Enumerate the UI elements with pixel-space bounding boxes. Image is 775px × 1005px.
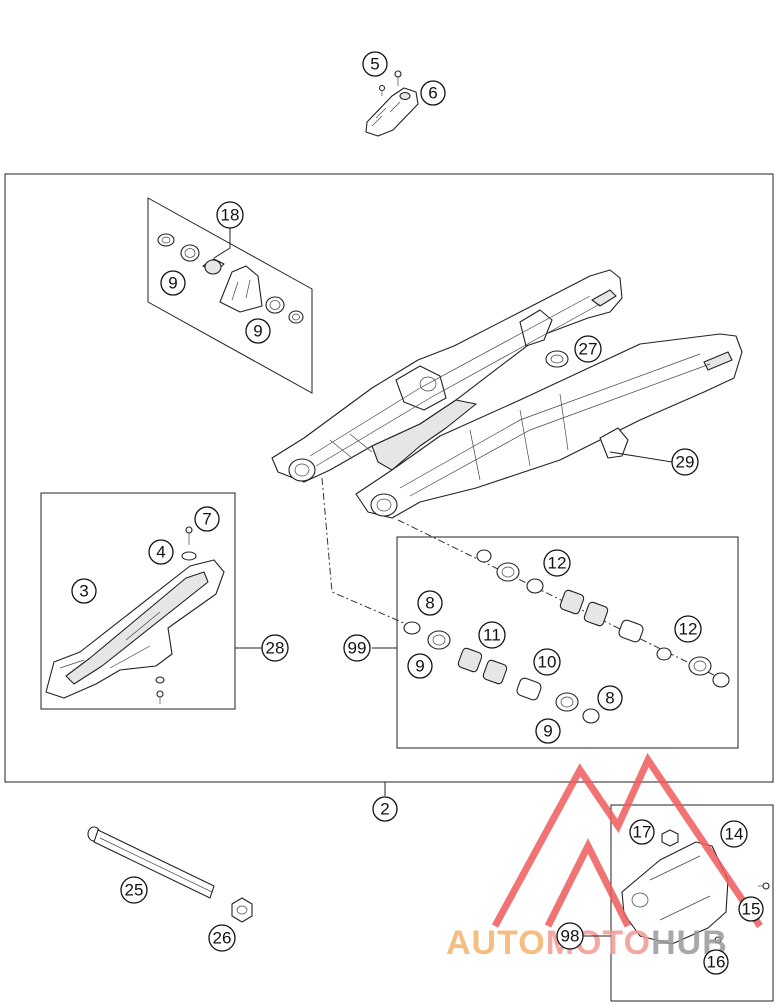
callout-28: 28 bbox=[261, 634, 289, 662]
automotohub-watermark-logo: AUTOMOTOHUB bbox=[446, 752, 763, 962]
svg-text:99: 99 bbox=[348, 639, 367, 658]
screw-part-15 bbox=[758, 882, 770, 890]
svg-text:29: 29 bbox=[676, 453, 695, 472]
nut-part-26 bbox=[231, 897, 253, 923]
callout-12-lower: 12 bbox=[674, 615, 702, 643]
callout-11: 11 bbox=[478, 621, 506, 649]
svg-text:27: 27 bbox=[579, 340, 598, 359]
svg-text:12: 12 bbox=[548, 554, 567, 573]
callout-5: 5 bbox=[362, 51, 388, 77]
chain-slider-part-3 bbox=[45, 559, 225, 699]
callout-12-upper: 12 bbox=[543, 549, 571, 577]
callout-26: 26 bbox=[208, 924, 236, 952]
svg-text:5: 5 bbox=[370, 55, 379, 74]
callout-98: 98 bbox=[556, 922, 584, 950]
svg-text:9: 9 bbox=[543, 722, 552, 741]
svg-text:28: 28 bbox=[266, 639, 285, 658]
svg-text:98: 98 bbox=[561, 927, 580, 946]
washer-part-4 bbox=[181, 551, 197, 561]
svg-text:7: 7 bbox=[202, 510, 211, 529]
callout-99: 99 bbox=[343, 634, 371, 662]
svg-text:4: 4 bbox=[156, 543, 165, 562]
screw-part-7 bbox=[185, 526, 193, 545]
chain-guide-part-6 bbox=[365, 87, 419, 137]
svg-text:17: 17 bbox=[633, 823, 652, 842]
callout-9-kit-lower: 9 bbox=[245, 318, 271, 344]
callout-2: 2 bbox=[372, 796, 398, 822]
svg-text:8: 8 bbox=[605, 689, 614, 708]
screw-part-16 bbox=[710, 936, 722, 944]
svg-text:10: 10 bbox=[538, 653, 557, 672]
callout-4: 4 bbox=[148, 539, 174, 565]
main-assembly-frame bbox=[4, 173, 774, 783]
bearing-set-parts bbox=[403, 549, 730, 724]
svg-text:16: 16 bbox=[707, 953, 726, 972]
axle-part-25 bbox=[87, 826, 215, 899]
svg-text:3: 3 bbox=[79, 582, 88, 601]
bushing-part-27 bbox=[545, 350, 569, 368]
svg-text:8: 8 bbox=[425, 594, 434, 613]
svg-text:9: 9 bbox=[168, 274, 177, 293]
callout-14: 14 bbox=[720, 820, 748, 848]
watermark-text: AUTOMOTOHUB bbox=[446, 924, 728, 962]
callout-17: 17 bbox=[629, 819, 655, 845]
svg-text:9: 9 bbox=[415, 657, 424, 676]
callout-8-upper: 8 bbox=[417, 590, 443, 616]
svg-text:15: 15 bbox=[742, 900, 761, 919]
svg-text:25: 25 bbox=[125, 881, 144, 900]
chain-guide-part-14 bbox=[621, 841, 729, 945]
callout-7: 7 bbox=[194, 506, 220, 532]
swingarm-part-2 bbox=[271, 269, 743, 519]
callout-15: 15 bbox=[738, 896, 764, 922]
svg-text:9: 9 bbox=[253, 322, 262, 341]
bearing-kit-frame-18 bbox=[147, 197, 313, 394]
svg-text:6: 6 bbox=[428, 84, 437, 103]
callout-10: 10 bbox=[533, 648, 561, 676]
callout-9-left: 9 bbox=[407, 653, 433, 679]
bearing-kit-parts bbox=[157, 233, 304, 324]
svg-text:12: 12 bbox=[679, 620, 698, 639]
callout-8-lower: 8 bbox=[597, 685, 623, 711]
callout-6: 6 bbox=[420, 80, 446, 106]
svg-text:14: 14 bbox=[725, 825, 744, 844]
callout-9-bottom: 9 bbox=[535, 718, 561, 744]
callout-16: 16 bbox=[703, 949, 729, 975]
svg-text:2: 2 bbox=[380, 800, 389, 819]
callout-27: 27 bbox=[574, 335, 602, 363]
lower-slider-screw bbox=[155, 676, 165, 704]
chain-slider-frame-28 bbox=[40, 492, 236, 710]
chain-guide-frame-98 bbox=[610, 804, 774, 1002]
bearing-set-frame-99 bbox=[396, 536, 739, 749]
nut-part-17 bbox=[661, 829, 679, 847]
callout-3: 3 bbox=[71, 578, 97, 604]
callout-18: 18 bbox=[216, 201, 244, 229]
svg-text:18: 18 bbox=[221, 206, 240, 225]
svg-text:26: 26 bbox=[213, 929, 232, 948]
screw-part-5 bbox=[378, 70, 402, 96]
watermark-auto: AUTO bbox=[446, 924, 546, 962]
callout-25: 25 bbox=[120, 876, 148, 904]
callout-9-kit-upper: 9 bbox=[160, 270, 186, 296]
callout-29: 29 bbox=[671, 448, 699, 476]
svg-text:11: 11 bbox=[483, 626, 501, 645]
